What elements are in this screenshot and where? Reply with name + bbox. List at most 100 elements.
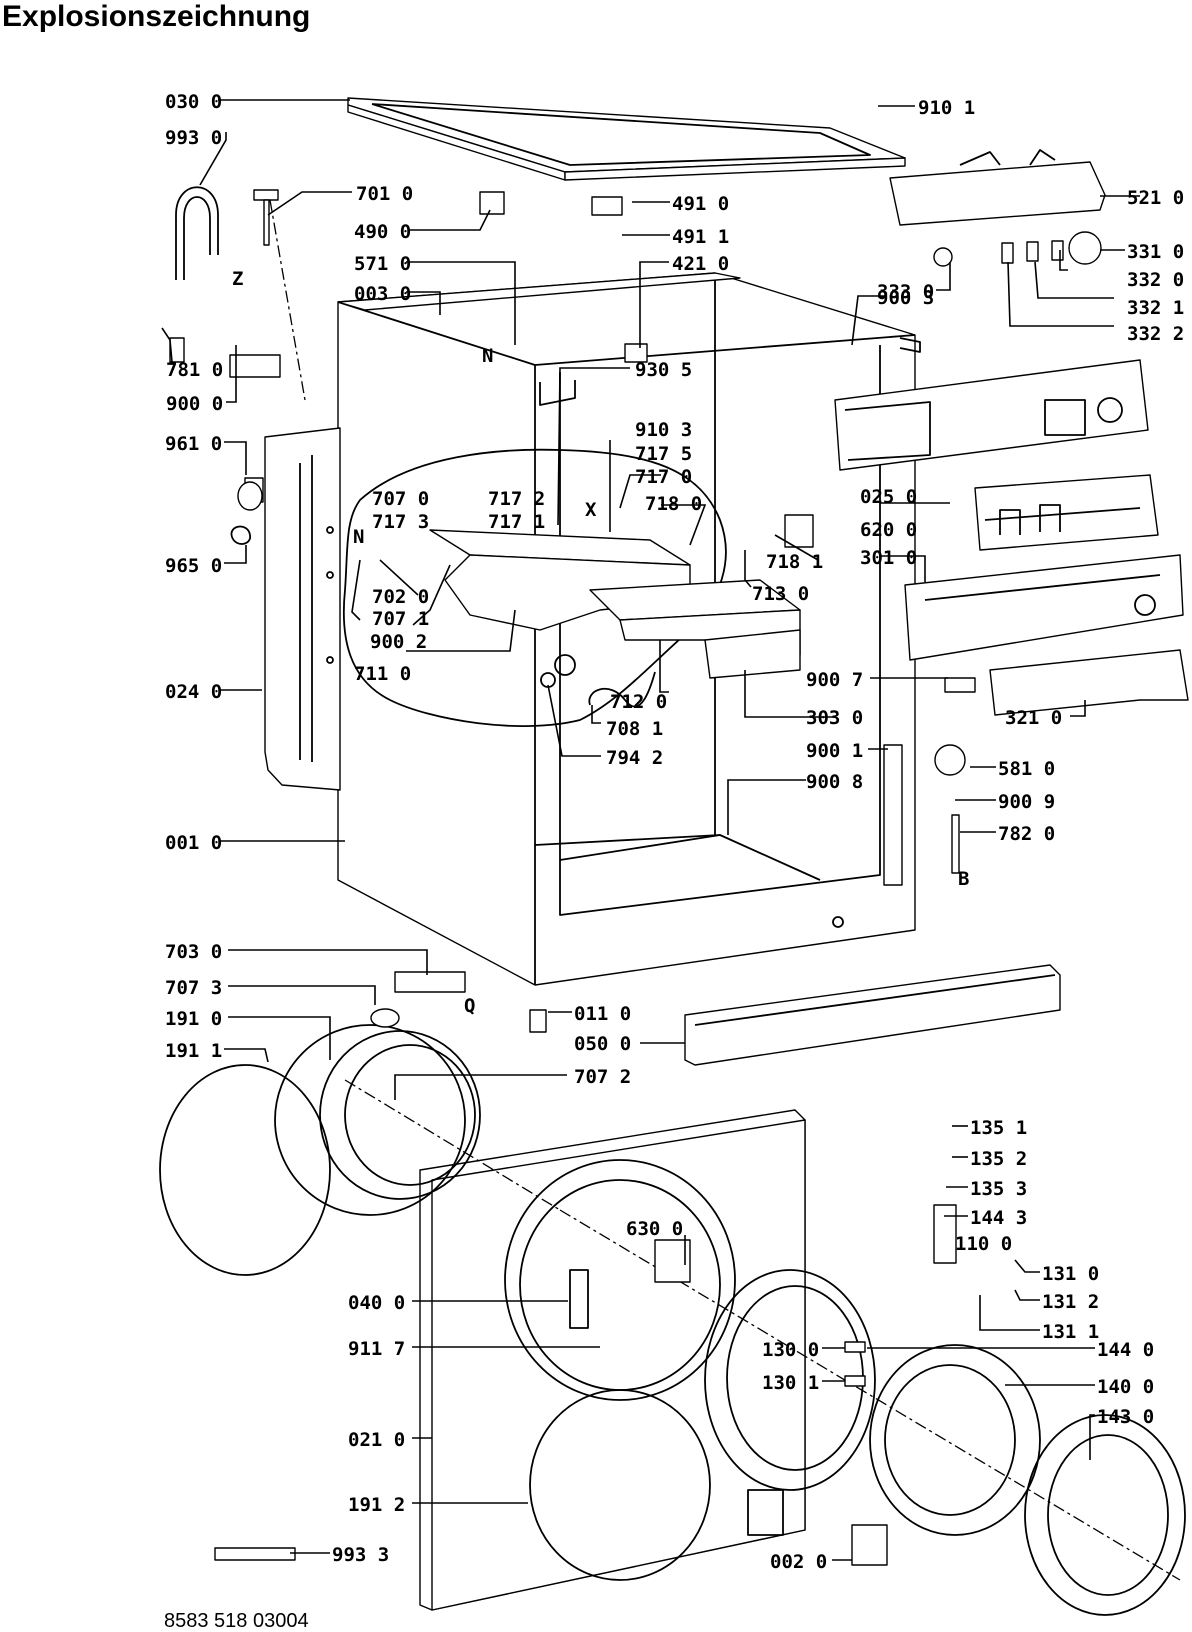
part-label: 191 0	[165, 1008, 222, 1030]
part-label: 717 0	[635, 466, 692, 488]
wash-ring	[370, 1008, 400, 1028]
ref-letter-x: X	[585, 499, 597, 521]
part-label: 630 0	[626, 1218, 683, 1240]
front-panel	[419, 1109, 806, 1611]
part-label: 135 3	[970, 1178, 1027, 1200]
relay-block	[479, 191, 505, 215]
part-label: 900 7	[806, 669, 863, 691]
part-label: 707 3	[165, 977, 222, 999]
interlock-tube	[394, 971, 466, 993]
button-332-1	[1026, 241, 1039, 262]
supply-hose-inner	[183, 196, 211, 280]
electronics-board	[974, 474, 1159, 551]
part-label: 717 1	[488, 511, 545, 533]
part-label: 702 0	[372, 586, 429, 608]
part-label: 717 3	[372, 511, 429, 533]
part-label: 332 1	[1127, 297, 1184, 319]
part-label: 707 0	[372, 488, 429, 510]
part-label: 900 2	[370, 631, 427, 653]
ref-letter-n-top: N	[482, 345, 493, 367]
part-label: 135 1	[970, 1117, 1027, 1139]
part-label: 993 0	[165, 127, 222, 149]
pressure-switch	[934, 744, 966, 776]
part-label: 930 5	[635, 359, 692, 381]
part-label: 712 0	[610, 691, 667, 713]
tap-head	[253, 189, 279, 201]
door-outer-ring-inner	[1047, 1434, 1169, 1596]
kick-plate	[684, 964, 1061, 1066]
ref-letter-n-side: N	[353, 526, 364, 548]
filter-491	[591, 196, 623, 216]
service-cover	[851, 1524, 888, 1566]
part-label: 581 0	[998, 758, 1055, 780]
part-label: 961 0	[165, 433, 222, 455]
program-module	[889, 149, 1106, 226]
ref-letter-q: Q	[464, 995, 475, 1017]
foot-011	[529, 1009, 547, 1033]
button-332-2	[1001, 242, 1014, 264]
part-label: 571 0	[354, 253, 411, 275]
control-panel-top	[834, 359, 1149, 471]
detergent-housing	[429, 529, 801, 708]
center-line-tap	[269, 199, 306, 401]
part-label: 303 0	[806, 707, 863, 729]
part-label: 900 3	[877, 287, 934, 309]
spanner-993-3	[214, 1547, 296, 1561]
part-label: 001 0	[165, 832, 222, 854]
part-label: 900 9	[998, 791, 1055, 813]
side-panel	[264, 427, 341, 791]
part-label: 718 0	[645, 493, 702, 515]
hose-connector	[169, 337, 185, 363]
door-catch-2	[844, 1375, 866, 1387]
part-label: 040 0	[348, 1292, 405, 1314]
reference-letters: N N X Z B Q	[232, 268, 969, 1017]
part-label: 191 2	[348, 1494, 405, 1516]
diagram-title: Explosionszeichnung	[2, 0, 311, 33]
part-label: 110 0	[955, 1233, 1012, 1255]
part-label: 003 0	[354, 283, 411, 305]
part-label: 900 1	[806, 740, 863, 762]
drawing-number: 8583 518 03004	[164, 1610, 309, 1632]
part-label: 331 0	[1127, 241, 1184, 263]
center-line-seal	[344, 1079, 561, 1211]
part-label: 911 7	[348, 1338, 405, 1360]
part-label: 711 0	[354, 663, 411, 685]
part-label: 490 0	[354, 221, 411, 243]
fascia-panel	[989, 649, 1189, 716]
door-glass-inner	[884, 1364, 1016, 1516]
part-label: 024 0	[165, 681, 222, 703]
ref-letter-z: Z	[232, 268, 243, 290]
part-label: 021 0	[348, 1429, 405, 1451]
part-label: 131 1	[1042, 1321, 1099, 1343]
part-labels: 030 0 993 0 910 1 701 0 491 0 490 0 491 …	[165, 91, 1184, 1573]
part-label: 713 0	[752, 583, 809, 605]
part-label: 143 0	[1097, 1406, 1154, 1428]
part-label: 707 1	[372, 608, 429, 630]
door-catch	[844, 1341, 866, 1353]
part-label: 718 1	[766, 551, 823, 573]
part-label: 717 5	[635, 443, 692, 465]
part-label: 130 1	[762, 1372, 819, 1394]
part-label: 333 0	[877, 281, 934, 303]
door-outer-ring	[1024, 1414, 1186, 1616]
part-label: 144 0	[1097, 1339, 1154, 1361]
leader-lines	[161, 99, 1140, 1561]
part-label: 703 0	[165, 941, 222, 963]
ref-letter-b: B	[958, 868, 969, 890]
filter-cap	[237, 481, 263, 511]
top-cover	[347, 97, 906, 181]
panel-frame	[904, 554, 1184, 661]
filter-965-0	[230, 525, 251, 545]
door-handle	[933, 1204, 957, 1264]
part-label: 144 3	[970, 1207, 1027, 1229]
part-label: 321 0	[1005, 707, 1062, 729]
wire-clip-block	[784, 514, 814, 548]
button-332-0	[1051, 240, 1064, 261]
part-label: 491 1	[672, 226, 729, 248]
part-label: 301 0	[860, 547, 917, 569]
part-label: 191 1	[165, 1040, 222, 1062]
part-label: 002 0	[770, 1551, 827, 1573]
part-label: 130 0	[762, 1339, 819, 1361]
part-label: 708 1	[606, 718, 663, 740]
